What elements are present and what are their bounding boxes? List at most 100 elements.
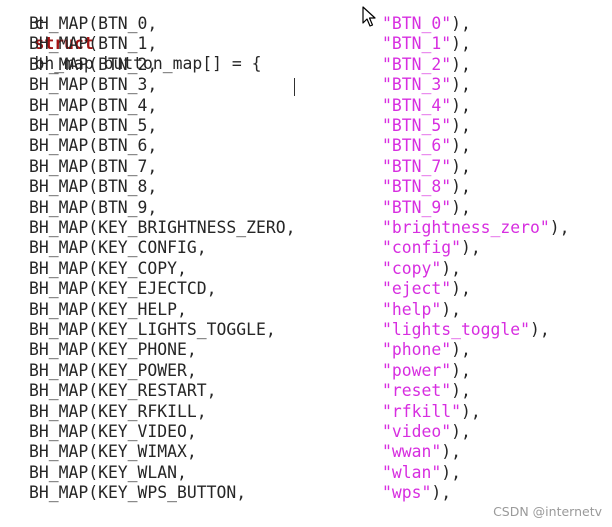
string-argument: "config"), xyxy=(382,238,481,258)
string-argument: "BTN_3"), xyxy=(382,75,471,95)
code-line: BH_MAP(BTN_1, "BTN_1"), xyxy=(0,34,612,54)
closing-punctuation: ), xyxy=(451,14,471,33)
code-line: BH_MAP(KEY_VIDEO, "video"), xyxy=(0,422,612,442)
code-line: BH_MAP(KEY_POWER,"power"), xyxy=(0,361,612,381)
string-literal: "video" xyxy=(382,422,452,441)
string-literal: "BTN_7" xyxy=(382,156,452,176)
code-line: BH_MAP(KEY_RESTART, "reset"), xyxy=(0,381,612,401)
closing-punctuation: ), xyxy=(460,238,481,258)
string-literal: "copy" xyxy=(382,258,442,278)
string-argument: "BTN_9"), xyxy=(382,198,471,218)
macro-call: BH_MAP(BTN_7, xyxy=(29,156,158,176)
code-line: BH_MAP(KEY_WIMAX, "wwan"), xyxy=(0,442,612,462)
macro-call: BH_MAP(KEY_CONFIG, xyxy=(29,238,207,258)
string-literal: "reset" xyxy=(382,381,452,401)
code-line: BH_MAP(BTN_8,"BTN_8"), xyxy=(0,177,612,197)
string-argument: "BTN_8"), xyxy=(382,177,471,197)
macro-call: BH_MAP(KEY_COPY, xyxy=(29,258,187,278)
macro-call: BH_MAP(BTN_1, xyxy=(29,34,158,54)
code-line: BH_MAP(BTN_5, "BTN_5"), xyxy=(0,116,612,136)
string-literal: "phone" xyxy=(382,340,452,360)
macro-call: BH_MAP(KEY_RESTART, xyxy=(29,381,217,401)
macro-call: BH_MAP(KEY_VIDEO, xyxy=(29,422,197,441)
macro-call: BH_MAP(BTN_6, xyxy=(29,136,158,156)
closing-punctuation: ), xyxy=(441,299,461,319)
code-line: BH_MAP(BTN_2,"BTN_2"), xyxy=(0,55,612,75)
closing-punctuation: ), xyxy=(451,95,471,115)
string-literal: "power" xyxy=(382,360,452,380)
closing-punctuation: ), xyxy=(530,320,550,339)
string-argument: "rfkill"), xyxy=(382,402,481,422)
closing-punctuation: ), xyxy=(451,177,471,197)
macro-call: BH_MAP(BTN_9, xyxy=(29,197,158,217)
string-argument: "BTN_4"), xyxy=(382,96,471,116)
macro-call: BH_MAP(KEY_WPS_BUTTON, xyxy=(29,483,247,503)
macro-call: BH_MAP(BTN_3, xyxy=(29,75,158,95)
string-literal: "lights_toggle" xyxy=(382,320,531,339)
string-literal: "BTN_8" xyxy=(382,177,452,197)
code-line: BH_MAP(KEY_RFKILL, "rfkill"), xyxy=(0,402,612,422)
macro-call: BH_MAP(BTN_4, xyxy=(29,95,158,115)
string-argument: "reset"), xyxy=(382,381,471,401)
string-literal: "help" xyxy=(382,299,442,319)
string-argument: "eject"), xyxy=(382,279,471,299)
string-literal: "eject" xyxy=(382,279,452,299)
string-argument: "phone"), xyxy=(382,340,471,360)
macro-call: BH_MAP(KEY_EJECTCD, xyxy=(29,279,217,299)
closing-punctuation: ), xyxy=(451,116,471,135)
macro-call: BH_MAP(BTN_5, xyxy=(29,116,158,135)
string-argument: "copy"), xyxy=(382,259,461,279)
macro-call: BH_MAP(BTN_0, xyxy=(29,14,158,33)
string-literal: "BTN_5" xyxy=(382,116,452,135)
closing-punctuation: ), xyxy=(451,75,471,95)
code-line: BH_MAP(KEY_COPY, "copy"), xyxy=(0,259,612,279)
watermark: CSDN @internetv xyxy=(493,504,602,519)
string-literal: "wps" xyxy=(382,483,432,503)
string-argument: "BTN_0"), xyxy=(382,14,471,34)
macro-call: BH_MAP(KEY_BRIGHTNESS_ZERO, xyxy=(29,218,296,237)
closing-punctuation: ), xyxy=(451,156,471,176)
string-argument: "lights_toggle"), xyxy=(382,320,550,340)
code-line: BH_MAP(BTN_6,"BTN_6"), xyxy=(0,136,612,156)
string-literal: "brightness_zero" xyxy=(382,218,550,237)
closing-punctuation: ), xyxy=(549,218,570,237)
string-argument: "wwan"), xyxy=(382,442,461,462)
string-argument: "BTN_5"), xyxy=(382,116,471,136)
closing-punctuation: ), xyxy=(441,258,461,278)
header-prefix: c xyxy=(34,14,45,33)
text-cursor xyxy=(294,78,296,96)
code-line: BH_MAP(KEY_WLAN,"wlan"), xyxy=(0,463,612,483)
closing-punctuation: ), xyxy=(451,136,471,156)
closing-punctuation: ), xyxy=(451,422,471,441)
code-line: BH_MAP(BTN_3, "BTN_3"), xyxy=(0,75,612,95)
code-line: BH_MAP(KEY_CONFIG, "config"), xyxy=(0,238,612,258)
string-literal: "BTN_1" xyxy=(382,34,452,54)
code-line: BH_MAP(BTN_4, "BTN_4"), xyxy=(0,96,612,116)
macro-call: BH_MAP(KEY_HELP, xyxy=(29,299,187,319)
struct-keyword: struct xyxy=(34,34,94,53)
closing-punctuation: ), xyxy=(460,401,481,421)
code-line: BH_MAP(BTN_9, "BTN_9"), xyxy=(0,198,612,218)
closing-punctuation: ), xyxy=(451,54,471,74)
string-argument: "wlan"), xyxy=(382,463,461,483)
string-argument: "brightness_zero"), xyxy=(382,218,570,238)
code-line: BH_MAP(KEY_HELP, "help"), xyxy=(0,300,612,320)
string-argument: "BTN_1"), xyxy=(382,34,471,54)
macro-call: BH_MAP(KEY_RFKILL, xyxy=(29,401,207,421)
string-argument: "power"), xyxy=(382,361,471,381)
closing-punctuation: ), xyxy=(441,442,461,462)
string-argument: "video"), xyxy=(382,422,471,442)
string-argument: "BTN_7"), xyxy=(382,157,471,177)
closing-punctuation: ), xyxy=(451,279,471,299)
string-literal: "BTN_4" xyxy=(382,95,452,115)
macro-call: BH_MAP(KEY_WIMAX, xyxy=(29,442,197,462)
string-literal: "BTN_0" xyxy=(382,14,452,33)
closing-punctuation: ), xyxy=(451,340,471,360)
code-line: BH_MAP(KEY_EJECTCD, "eject"), xyxy=(0,279,612,299)
code-line: BH_MAP(KEY_WPS_BUTTON, "wps"), xyxy=(0,483,612,503)
macro-call: BH_MAP(BTN_2, xyxy=(29,54,158,74)
code-line-header: c struct bh_map button_map[] = { xyxy=(0,0,261,73)
string-argument: "wps"), xyxy=(382,483,451,503)
code-line: BH_MAP(KEY_PHONE,"phone"), xyxy=(0,340,612,360)
